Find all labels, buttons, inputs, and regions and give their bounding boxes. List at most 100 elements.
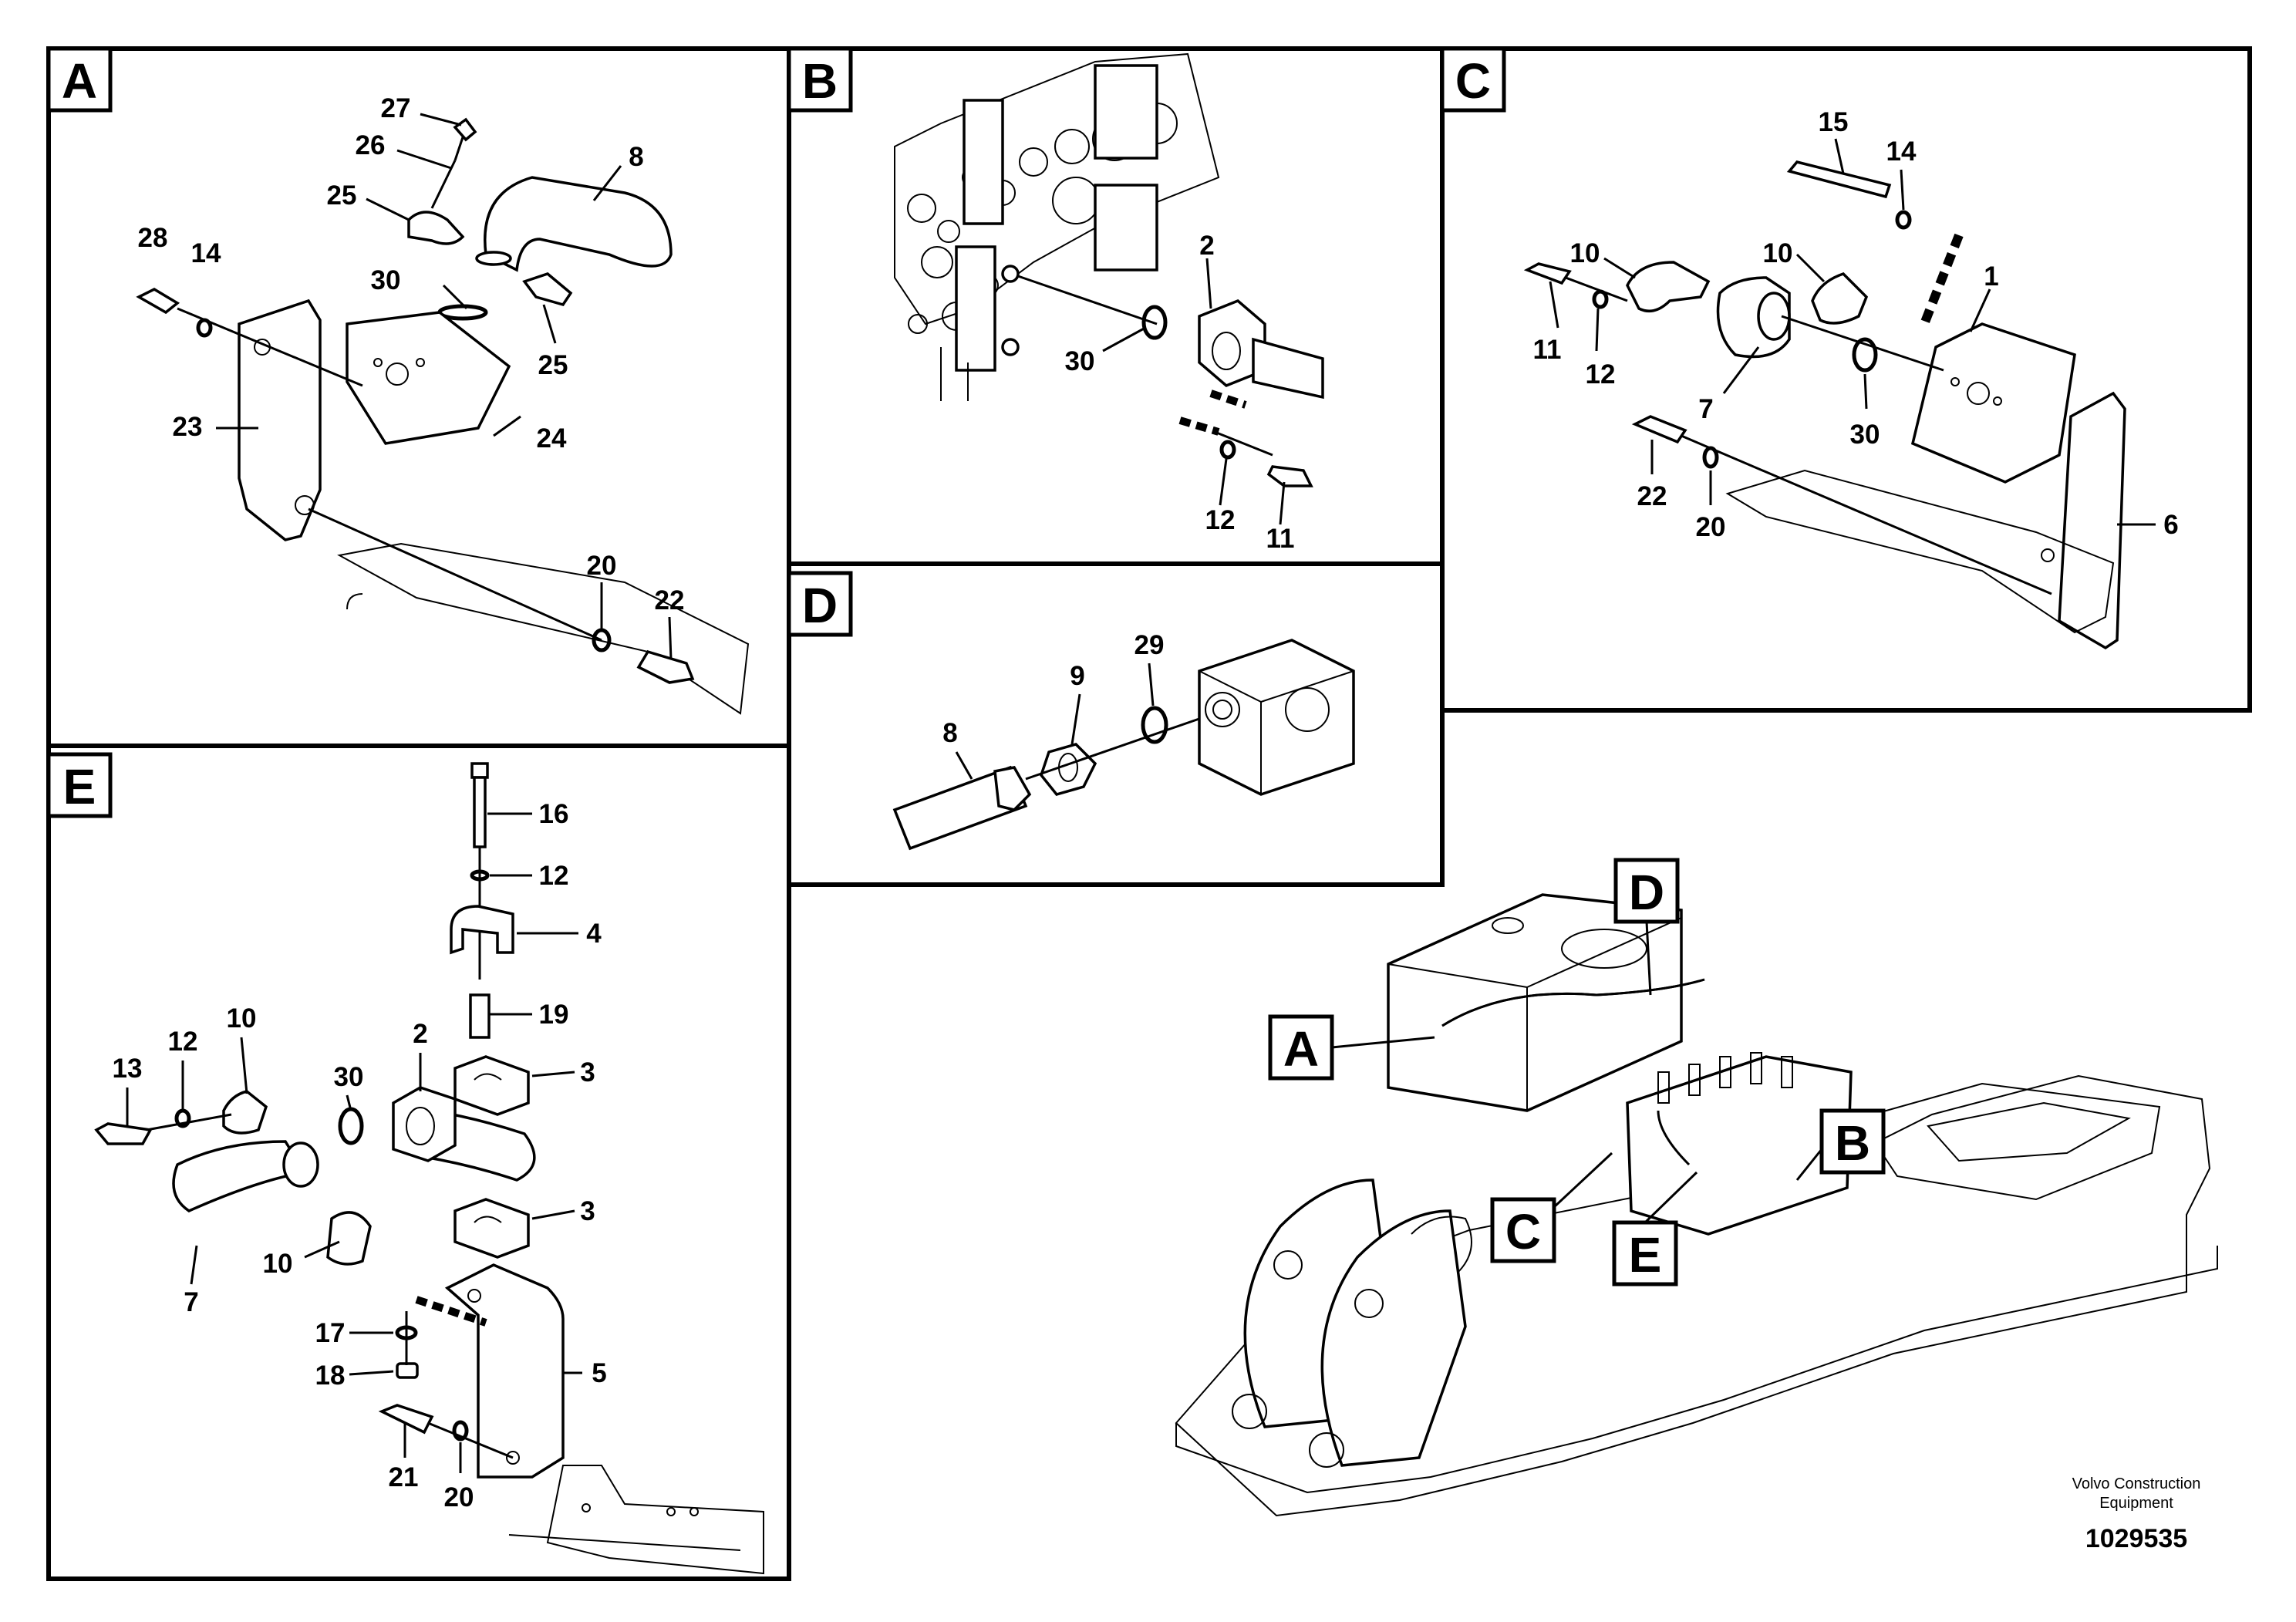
callout-e-10b: 10	[263, 1249, 293, 1279]
callout-e-5: 5	[592, 1358, 606, 1388]
callout-c-30: 30	[1850, 420, 1880, 450]
o-ring-30-c	[1852, 337, 1878, 373]
callout-c-11: 11	[1533, 335, 1562, 365]
overview-machine: A B C D E	[1175, 858, 2218, 1517]
callout-e-12b: 12	[168, 1027, 198, 1057]
overview-pointer-a-box	[1268, 1014, 1334, 1081]
callout-e-10a: 10	[227, 1003, 257, 1034]
callout-c-20: 20	[1696, 512, 1726, 542]
callout-d-9: 9	[1070, 661, 1084, 691]
bolt-15	[1786, 160, 1892, 199]
panel-e: E	[46, 744, 791, 1581]
callout-e-3b: 3	[580, 1196, 595, 1226]
flange-2-e	[392, 1086, 457, 1162]
panel-e-letter: E	[63, 759, 96, 814]
callout-e-16: 16	[539, 799, 569, 829]
pipe-8	[484, 176, 673, 272]
callout-a-30: 30	[371, 265, 401, 295]
washer-12-e1	[470, 869, 490, 882]
callout-c-12: 12	[1586, 359, 1616, 389]
callout-e-17: 17	[315, 1318, 346, 1348]
clamp-10-e1	[222, 1090, 268, 1135]
bolt-16-head	[470, 762, 489, 779]
panel-a: A	[46, 46, 791, 748]
callout-e-18: 18	[315, 1361, 346, 1391]
overview-pointer-b: B	[1835, 1115, 1870, 1171]
bolt-22-c	[1631, 415, 1687, 444]
clamp-3-top	[453, 1055, 530, 1116]
callout-e-20: 20	[444, 1482, 474, 1512]
callout-b-12: 12	[1205, 505, 1236, 535]
callout-a-23: 23	[173, 412, 203, 442]
callout-a-27: 27	[381, 93, 411, 123]
panel-b-letter: B	[802, 53, 838, 109]
spacer-19	[469, 993, 491, 1039]
clamp-4	[450, 905, 514, 955]
clamp-3-bottom	[453, 1198, 530, 1259]
overview-boom-mount-r	[1320, 1209, 1467, 1467]
footer: Volvo Construction Equipment 1029535	[2072, 1475, 2201, 1553]
callout-b-2: 2	[1199, 231, 1214, 261]
overview-valve-bank	[1626, 1055, 1853, 1236]
valve-section-b4	[955, 245, 996, 372]
o-ring-30-e	[338, 1107, 364, 1145]
block-24	[346, 311, 511, 445]
callout-e-7: 7	[184, 1287, 198, 1317]
valve-block-d	[1198, 639, 1355, 796]
clamp-10-c1	[1626, 261, 1711, 313]
bolt-21	[378, 1404, 434, 1435]
callout-c-14: 14	[1886, 137, 1917, 167]
callout-a-28: 28	[138, 223, 168, 253]
callout-a-25b: 25	[538, 350, 568, 380]
callout-e-4: 4	[586, 919, 602, 949]
callout-c-22: 22	[1637, 481, 1667, 511]
callout-a-14: 14	[191, 238, 221, 268]
bolt-11-c	[1523, 262, 1572, 285]
callout-e-13: 13	[113, 1054, 143, 1084]
panel-e-letter-box	[46, 752, 113, 818]
maker-line-1: Volvo Construction	[2072, 1475, 2201, 1492]
panel-c: C	[1440, 46, 2252, 713]
callout-a-22: 22	[655, 585, 685, 615]
washer-12-b	[1219, 440, 1236, 460]
overview-pointer-b-box	[1819, 1108, 1886, 1175]
valve-section-b2	[1094, 64, 1158, 160]
callout-e-12a: 12	[539, 861, 569, 891]
washer-20-e	[452, 1420, 469, 1442]
hose-fitting-8	[993, 766, 1032, 811]
panel-c-frame	[1440, 46, 2252, 713]
valve-section-b1	[963, 99, 1004, 225]
callout-b-30: 30	[1065, 346, 1095, 376]
clamp-25-right	[522, 272, 573, 307]
nut-18	[396, 1362, 419, 1379]
clamp-10-e2	[326, 1211, 372, 1266]
callout-a-20: 20	[587, 551, 617, 581]
callout-c-10b: 10	[1763, 238, 1793, 268]
callout-d-8: 8	[942, 718, 957, 748]
callout-e-2: 2	[413, 1019, 427, 1049]
panel-b: B	[787, 46, 1445, 566]
overview-pointer-e: E	[1629, 1227, 1662, 1283]
overview-tank	[1387, 893, 1683, 1112]
callout-a-25: 25	[327, 180, 357, 211]
washer-20-a	[592, 628, 612, 653]
callout-e-19: 19	[539, 1000, 569, 1030]
overview-pointer-c-box	[1490, 1197, 1556, 1263]
bracket-6	[2058, 391, 2126, 650]
bracket-5	[444, 1263, 565, 1479]
hose-8-d	[892, 765, 1028, 851]
callout-e-3a: 3	[580, 1057, 595, 1088]
panel-d-letter-box	[787, 571, 853, 637]
o-ring-29	[1141, 706, 1168, 744]
panel-c-letter-box	[1440, 46, 1506, 113]
bolt-13	[94, 1122, 153, 1145]
callout-d-29: 29	[1135, 630, 1165, 660]
callout-c-6: 6	[2163, 510, 2178, 540]
panel-d-frame	[787, 561, 1445, 887]
clamp-10-c2	[1811, 271, 1869, 325]
pipe-b	[1252, 337, 1324, 400]
panel-b-letter-box	[787, 46, 853, 113]
clamp-25-top	[407, 211, 465, 245]
panel-a-letter-box	[46, 46, 113, 113]
